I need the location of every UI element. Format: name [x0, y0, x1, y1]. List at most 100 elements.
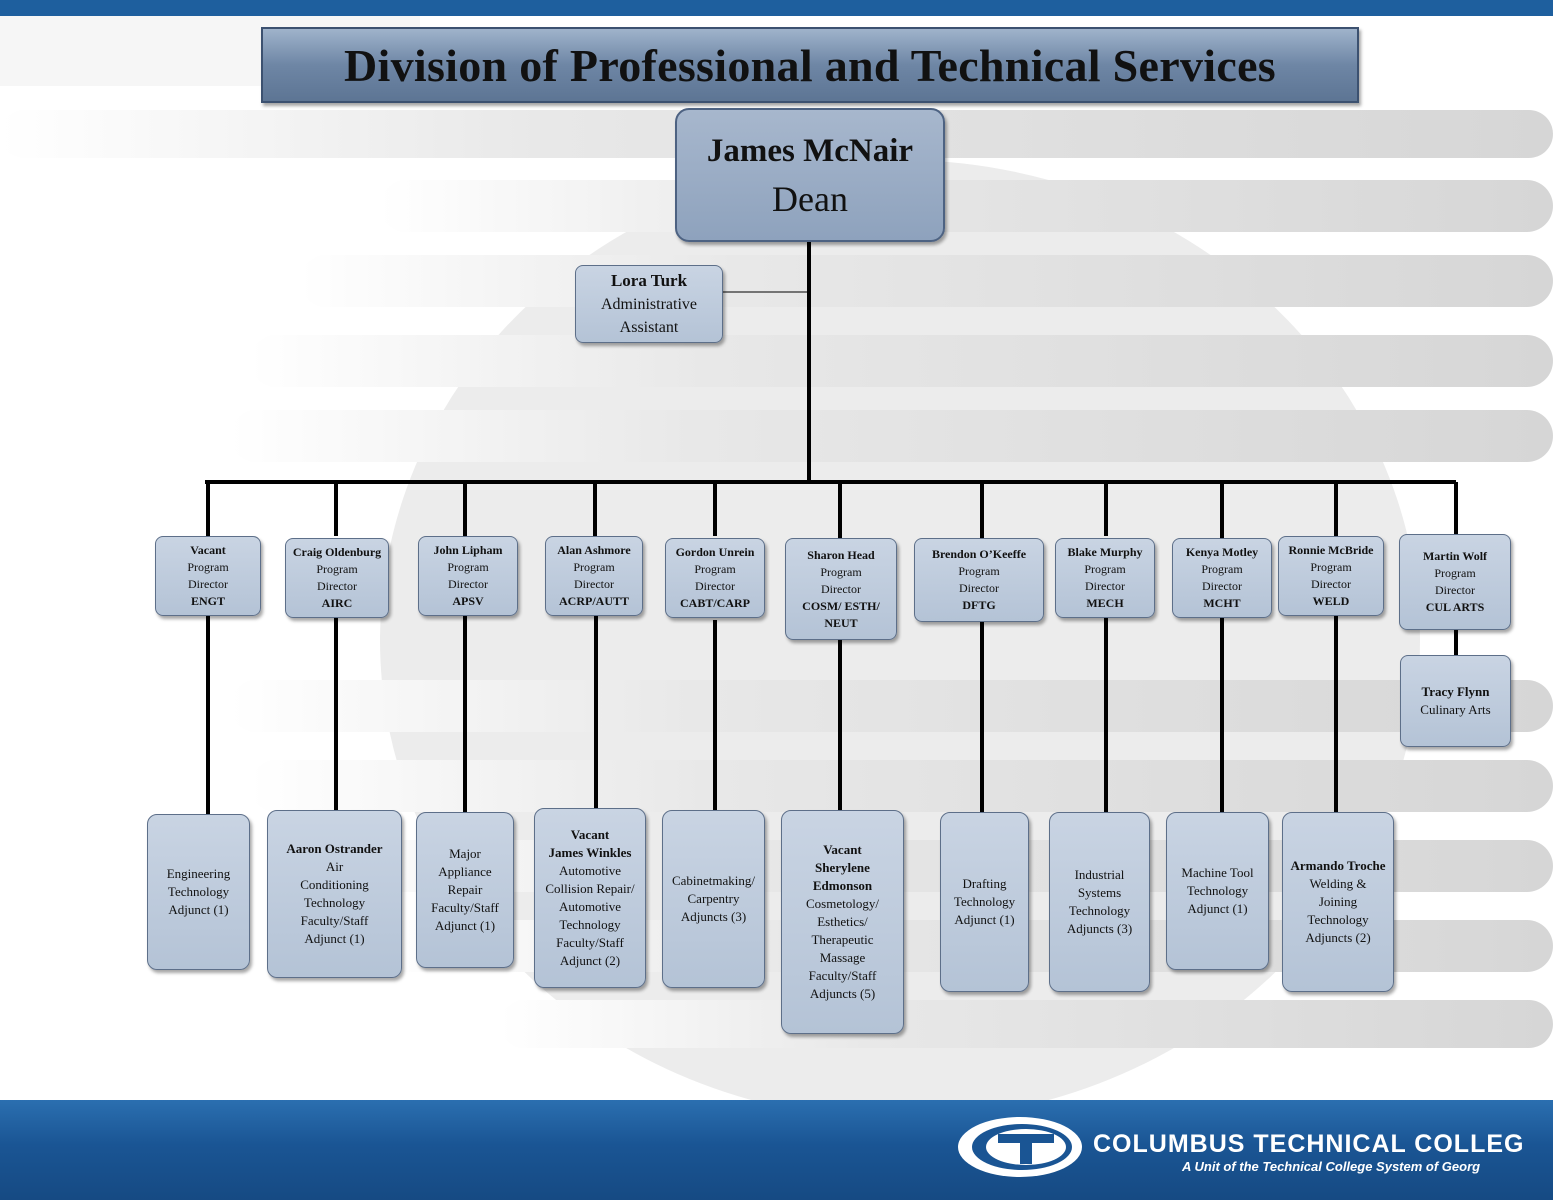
faculty-detail: Faculty/Staff [300, 913, 369, 928]
director-title: Director [1435, 583, 1475, 597]
director-name: John Lipham [433, 543, 503, 557]
culinary-staff-name: Tracy Flynn [1421, 684, 1490, 699]
dean-box: James McNair Dean [675, 108, 945, 242]
director-name: Brendon O’Keeffe [931, 547, 1027, 561]
director-title: Director [1085, 579, 1125, 593]
program-code: CUL ARTS [1425, 600, 1485, 614]
assistant-role-line1: Administrative [601, 296, 697, 313]
faculty-name: Vacant [570, 827, 610, 842]
college-logo [958, 1114, 1553, 1184]
director-title: Program [447, 560, 489, 574]
top-banner [0, 0, 1553, 16]
director-name: Craig Oldenburg [292, 545, 382, 559]
program-code: COSM/ ESTH/ [802, 598, 880, 613]
faculty-detail: Systems [1077, 885, 1122, 900]
faculty-detail: Faculty/Staff [556, 935, 624, 950]
assistant-name: Lora Turk [610, 271, 688, 290]
faculty-detail: Technology [559, 917, 621, 932]
faculty-detail: Technology [1307, 912, 1369, 927]
director-name: Ronnie McBride [1288, 543, 1374, 557]
faculty-detail: Technology [167, 884, 230, 899]
faculty-detail: Faculty/Staff [431, 900, 499, 915]
director-title: Program [694, 562, 736, 576]
director-title: Director [1202, 579, 1242, 593]
director-name: Sharon Head [807, 547, 875, 562]
faculty-detail: Carpentry [687, 891, 740, 906]
director-title: Program [1084, 562, 1126, 576]
faculty-detail: Adjuncts (3) [680, 909, 747, 924]
director-title: Program [820, 564, 862, 579]
faculty-detail: Technology [1186, 883, 1249, 898]
faculty-detail: Adjuncts (3) [1066, 921, 1133, 936]
director-title: Director [1311, 577, 1351, 591]
director-title: Director [959, 581, 999, 595]
faculty-detail: Therapeutic [811, 932, 874, 947]
faculty-detail: Adjuncts (2) [1305, 930, 1371, 945]
director-title: Director [188, 577, 228, 591]
faculty-detail: Engineering [166, 866, 231, 881]
faculty-detail: Machine Tool [1181, 865, 1254, 880]
faculty-detail: Adjunct (1) [1187, 901, 1248, 916]
faculty-name: Aaron Ostrander [286, 841, 383, 856]
director-name: Kenya Motley [1185, 545, 1259, 559]
faculty-detail: Adjunct (1) [954, 912, 1015, 927]
faculty-detail: Cosmetology/ [806, 896, 879, 911]
assistant-role-line2: Assistant [619, 319, 679, 336]
college-emblem-icon [958, 1117, 1082, 1177]
program-code: MECH [1086, 596, 1124, 610]
faculty-name: James Winkles [548, 845, 632, 860]
director-name: Vacant [190, 543, 226, 557]
director-name: Alan Ashmore [557, 543, 631, 557]
faculty-detail: Cabinetmaking/ [671, 873, 756, 888]
faculty-detail: Automotive [558, 899, 622, 914]
culinary-staff-role: Culinary Arts [1420, 702, 1491, 717]
director-title: Program [1310, 560, 1352, 574]
faculty-detail: Faculty/Staff [808, 968, 877, 983]
program-code: ENGT [190, 594, 225, 608]
faculty-detail: Technology [303, 895, 366, 910]
director-title: Director [821, 581, 861, 596]
faculty-detail: Major [449, 846, 481, 861]
faculty-detail: Adjunct (1) [168, 902, 229, 917]
director-title: Program [316, 562, 358, 576]
director-title: Program [1201, 562, 1243, 576]
faculty-detail: Collision Repair/ [545, 881, 635, 896]
faculty-detail: Adjunct (1) [434, 918, 496, 933]
faculty-detail: Repair [447, 882, 483, 897]
director-name: Martin Wolf [1422, 549, 1488, 563]
college-name: COLUMBUS TECHNICAL COLLEG [1093, 1130, 1525, 1158]
dean-role: Dean [772, 179, 848, 219]
director-title: Director [317, 579, 357, 593]
program-code: MCHT [1203, 596, 1241, 610]
director-name: Gordon Unrein [675, 545, 755, 559]
program-code: WELD [1312, 594, 1350, 608]
program-code: ACRP/AUTT [558, 594, 629, 608]
faculty-detail: Conditioning [300, 877, 369, 892]
faculty-detail: Drafting [962, 876, 1007, 891]
director-title: Director [695, 579, 735, 593]
footer-banner [0, 1100, 1553, 1200]
faculty-detail: Technology [953, 894, 1016, 909]
assistant-box: Lora Turk Administrative Assistant [575, 265, 723, 343]
director-title: Program [573, 560, 615, 574]
faculty-detail: Welding & [1309, 876, 1367, 891]
faculty-detail: Appliance [438, 864, 492, 879]
